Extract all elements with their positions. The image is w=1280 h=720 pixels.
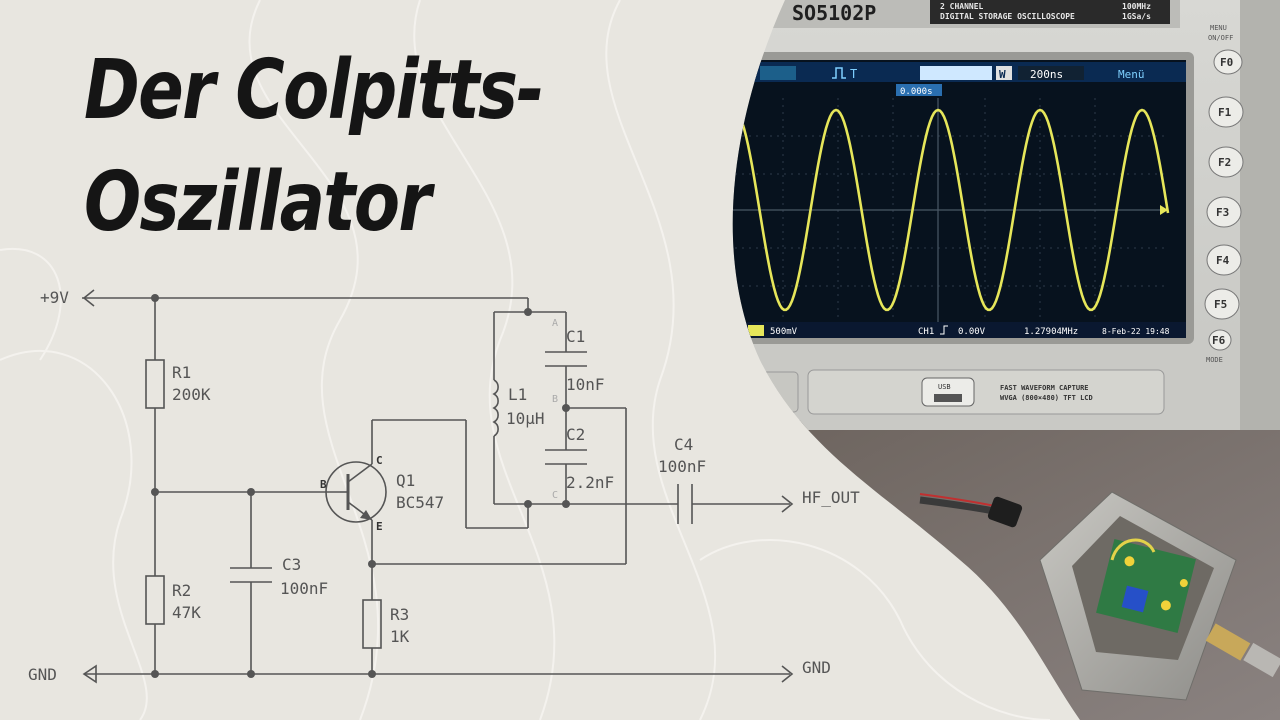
r1-ref: R1	[172, 363, 191, 382]
trigger-level: 0.00V	[958, 327, 986, 337]
pin-e: E	[376, 520, 383, 533]
trigger-slope-icon	[940, 325, 948, 335]
svg-text:W: W	[999, 68, 1006, 81]
r2-value: 47K	[172, 603, 201, 622]
c3-value: 100nF	[280, 579, 328, 598]
c4-ref: C4	[674, 435, 693, 454]
button-f4[interactable]: F4	[1216, 254, 1230, 267]
r3-ref: R3	[390, 605, 409, 624]
scope-sample-rate: 1GSa/s	[1122, 12, 1151, 21]
button-f1[interactable]: F1	[1218, 106, 1232, 119]
ch1-waveform	[732, 108, 1170, 312]
c2-value: 2.2nF	[566, 473, 614, 492]
gnd-left-label: GND	[28, 665, 57, 684]
title-line-2: Oszillator	[84, 155, 432, 250]
r1-value: 200K	[172, 385, 211, 404]
q1-ref: Q1	[396, 471, 415, 490]
scope-model: SO5102P	[792, 1, 876, 25]
menu-onoff-2: ON/OFF	[1208, 34, 1233, 42]
hf-out-label: HF_OUT	[802, 488, 860, 507]
frequency-readout: 1.27904MHz	[1024, 327, 1078, 337]
ch-volts: 500mV	[770, 327, 798, 337]
q1-value: BC547	[396, 493, 444, 512]
r2-ref: R2	[172, 581, 191, 600]
c1-value: 10nF	[566, 375, 605, 394]
menu-label: Menü	[1118, 68, 1145, 81]
node-c: C	[552, 490, 558, 501]
w-box-icon	[996, 66, 1012, 80]
button-f5[interactable]: F5	[1214, 298, 1227, 311]
scope-spec-1: 2 CHANNEL	[940, 2, 984, 11]
scope-spec-2: DIGITAL STORAGE OSCILLOSCOPE	[940, 12, 1075, 21]
usb-label: USB	[938, 383, 951, 391]
menu-onoff-1: MENU	[1210, 24, 1227, 32]
capture-line-2: WVGA (800×480) TFT LCD	[1000, 394, 1093, 402]
button-f6[interactable]: F6	[1212, 334, 1226, 347]
vcc-label: +9V	[40, 288, 69, 307]
node-a: A	[552, 318, 558, 329]
panel-vent-icon	[751, 371, 799, 413]
title-line-1: Der Colpitts-	[84, 43, 544, 138]
l1-ref: L1	[508, 385, 527, 404]
button-f3[interactable]: F3	[1216, 206, 1229, 219]
date-readout: 8-Feb-22 19:48	[1102, 327, 1170, 336]
run-status-icon	[760, 66, 796, 80]
pcb-board	[1096, 538, 1196, 634]
r3-value: 1K	[390, 627, 410, 646]
c3-ref: C3	[282, 555, 301, 574]
pin-c: C	[376, 454, 383, 467]
l1-value: 10µH	[506, 409, 545, 428]
button-f0[interactable]: F0	[1220, 56, 1233, 69]
mode-label: MODE	[1206, 356, 1223, 364]
c1-ref: C1	[566, 327, 585, 346]
memory-bar	[920, 66, 992, 80]
node-b: B	[552, 394, 558, 405]
cable-plug	[987, 496, 1023, 528]
trigger-level-marker	[1160, 205, 1168, 215]
usb-port-icon[interactable]	[934, 394, 962, 402]
scope-screen	[732, 60, 1186, 338]
trigger-edge-icon	[832, 67, 846, 79]
c2-ref: C2	[566, 425, 585, 444]
bnc-connector	[1205, 623, 1251, 661]
trimmer-pot	[1121, 585, 1149, 613]
c4-value: 100nF	[658, 457, 706, 476]
scope-bandwidth: 100MHz	[1122, 2, 1151, 11]
svg-text:T: T	[850, 67, 857, 81]
gnd-right-label: GND	[802, 658, 831, 677]
button-f2[interactable]: F2	[1218, 156, 1231, 169]
capture-line-1: FAST WAVEFORM CAPTURE	[1000, 384, 1089, 392]
ch-label: CH1	[918, 327, 934, 337]
timebase: 200ns	[1030, 68, 1063, 81]
pin-b: B	[320, 478, 327, 491]
trigger-position: 0.000s	[900, 87, 933, 97]
